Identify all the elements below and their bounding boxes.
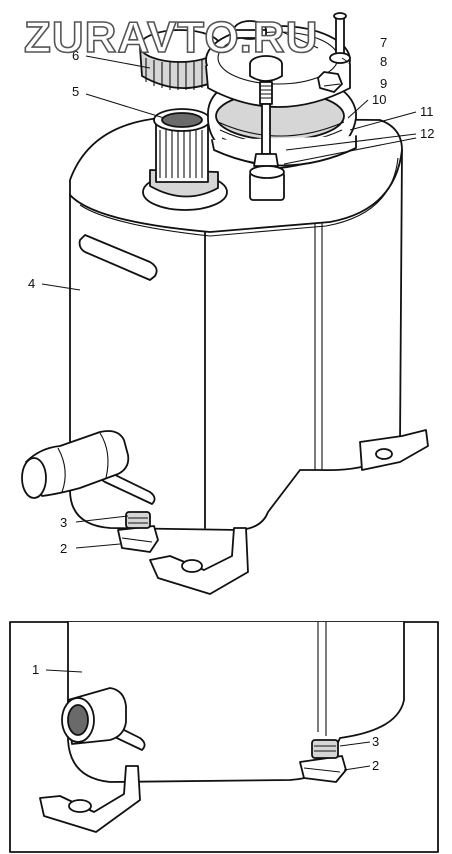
detail-outlet-pipe xyxy=(61,687,127,745)
callout-7: 7 xyxy=(380,35,387,50)
detail-bracket xyxy=(39,765,141,833)
filler-neck xyxy=(142,108,228,211)
leader-lines-lower xyxy=(45,669,371,771)
callout-11: 11 xyxy=(420,104,434,119)
callout-9: 9 xyxy=(380,76,387,91)
watermark: ZURAVTO.RU xyxy=(24,13,318,62)
lower-mounting-bracket xyxy=(149,527,249,595)
right-mounting-bracket xyxy=(359,429,429,471)
callout-8: 8 xyxy=(380,54,387,69)
callout-6: 6 xyxy=(72,48,79,63)
outlet-hose xyxy=(21,430,130,499)
lower-detail-view: 1 3 2 xyxy=(9,621,439,853)
callout-2: 2 xyxy=(60,541,67,556)
filter-housing xyxy=(205,12,357,169)
callout-1: 1 xyxy=(32,662,39,677)
drain-plug-assembly xyxy=(117,511,159,553)
callout-12: 12 xyxy=(420,126,434,141)
callout-3-detail: 3 xyxy=(372,734,379,749)
callout-5: 5 xyxy=(72,84,79,99)
relief-valve xyxy=(249,55,285,201)
callout-3: 3 xyxy=(60,515,67,530)
filler-cap xyxy=(139,29,221,90)
callout-10: 10 xyxy=(372,92,386,107)
upper-exploded-view: 7 6 8 9 5 10 11 12 4 3 2 xyxy=(21,12,434,595)
callout-2-detail: 2 xyxy=(372,758,379,773)
detail-drain-plug xyxy=(299,739,347,783)
callout-4: 4 xyxy=(28,276,35,291)
leader-lines-upper xyxy=(41,29,417,549)
